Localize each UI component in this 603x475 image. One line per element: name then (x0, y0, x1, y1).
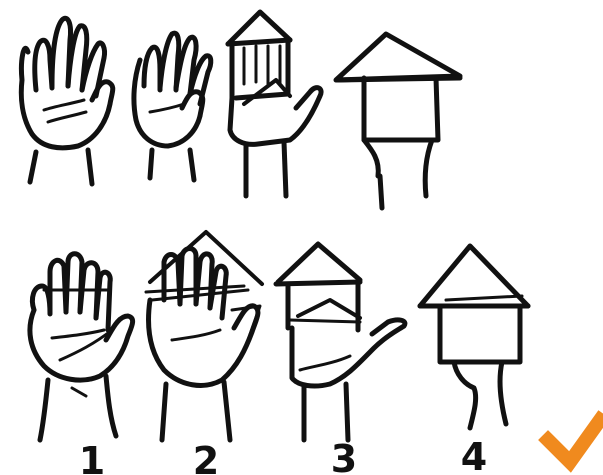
bottom-hand-1 (30, 254, 133, 440)
bottom-house-4 (420, 246, 528, 428)
bottom-hand-house-3 (276, 244, 405, 440)
step-label-4: 4 (461, 435, 487, 475)
step-label-3: 3 (331, 437, 357, 475)
step-label-2: 2 (193, 439, 219, 475)
top-hand-house-3 (228, 12, 321, 196)
bottom-hand-house-2 (146, 232, 262, 440)
step-label-1: 1 (79, 439, 105, 475)
checkmark-icon (548, 420, 600, 462)
top-hand-2 (134, 33, 211, 180)
top-hand-1 (21, 18, 112, 184)
top-house-4 (336, 34, 460, 208)
